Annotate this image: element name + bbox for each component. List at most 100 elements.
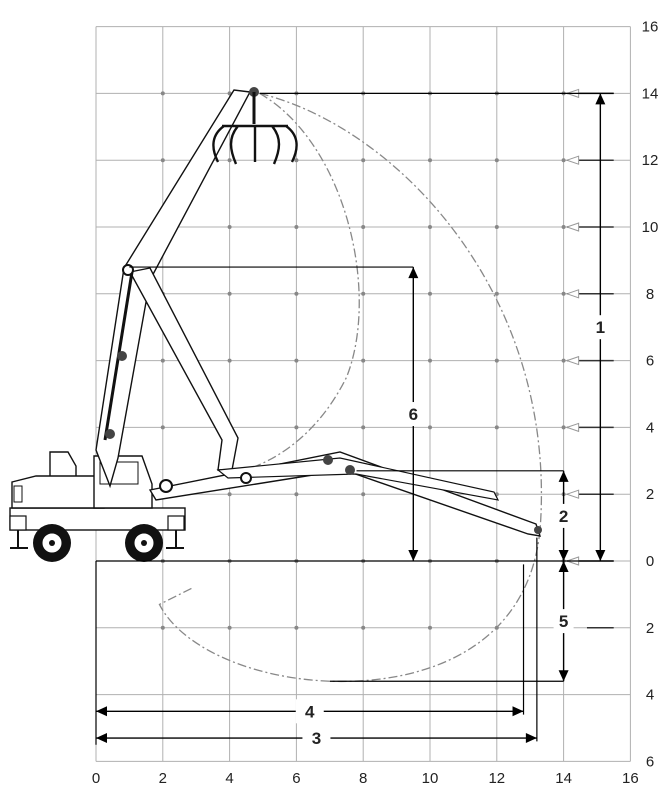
grid-dot (227, 225, 232, 229)
dimension-arrowhead (512, 706, 524, 717)
dimension-arrowhead (595, 550, 606, 561)
stick-lowered (216, 457, 500, 501)
grid-dot (361, 158, 366, 163)
grid-dot (361, 358, 366, 363)
dimension-6-label: 6 (409, 405, 418, 424)
dimension-2-label-bg (553, 503, 574, 528)
dimension-1-label: 1 (596, 318, 605, 337)
grid-dot (294, 625, 299, 630)
grid-dot (294, 291, 299, 296)
stick-raised (128, 267, 239, 471)
grid-dot (227, 158, 232, 163)
grid-dot (294, 425, 299, 430)
grid-dot (428, 225, 432, 229)
grid-dot (561, 291, 566, 296)
side-arrow-marker (565, 222, 580, 232)
dimension-arrowhead (558, 470, 569, 482)
dimension-2-label: 2 (559, 507, 568, 526)
side-arrow-marker (565, 289, 580, 299)
x-tick-label: 10 (422, 770, 439, 787)
grid-dot (561, 358, 566, 363)
grid-dot (428, 291, 432, 296)
dimension-arrowhead (595, 93, 606, 105)
grid-dot (294, 492, 299, 497)
cylinder-pin (117, 351, 127, 361)
grid (95, 26, 631, 762)
grid-dot (294, 225, 299, 229)
y-tick-label: 10 (642, 219, 659, 236)
grid-dot (160, 91, 165, 96)
lowered-joint-pin (323, 455, 333, 465)
dimension-arrowhead (408, 267, 419, 279)
dimension-arrowhead (558, 670, 569, 682)
boom-foot-pin (105, 429, 115, 439)
grid-dot (428, 158, 432, 163)
y-tick-label: 6 (646, 353, 654, 370)
y-tick-label: 4 (646, 687, 654, 704)
x-tick-label: 14 (555, 770, 572, 787)
grid-dot (494, 225, 499, 229)
material-handler (9, 87, 542, 562)
side-arrow-marker (565, 155, 580, 165)
dimension-3-label-bg (302, 726, 331, 751)
dimension-5-label-bg (553, 609, 574, 634)
side-arrow-marker (565, 355, 580, 366)
y-tick-label: 4 (646, 419, 654, 436)
lowered-cylinder-pin (240, 472, 252, 484)
dimension-arrowhead (558, 561, 569, 572)
grid-dot (160, 625, 165, 630)
grid-dot (361, 492, 366, 497)
lowered-joint-pin-2 (345, 465, 355, 475)
side-markers (565, 88, 614, 629)
grid-dot (494, 425, 499, 430)
dimension-4-label: 4 (305, 702, 315, 721)
wheel-hub (141, 540, 147, 546)
dimension-arrowhead (525, 733, 537, 744)
grid-dot (561, 158, 566, 163)
grid-dot (361, 425, 366, 430)
engine-grille (13, 485, 23, 503)
lowered-pivot (159, 479, 173, 493)
dimension-arrowhead (96, 706, 107, 717)
engine-housing (11, 475, 105, 509)
x-tick-label: 2 (159, 770, 167, 787)
reach-envelope-outer (158, 92, 543, 683)
y-tick-label: 0 (646, 553, 654, 570)
outrigger-front (167, 515, 185, 531)
grid-dot (494, 158, 499, 163)
grid-dot (361, 225, 366, 229)
x-tick-label: 4 (225, 770, 233, 787)
x-tick-label: 16 (622, 770, 639, 787)
y-tick-label: 12 (642, 152, 659, 169)
exhaust-railing (49, 451, 77, 476)
side-arrow-marker (565, 489, 580, 499)
grid-dot (428, 358, 432, 363)
dimension-arrowhead (408, 550, 419, 561)
y-tick-label: 2 (646, 620, 654, 637)
x-tick-label: 6 (292, 770, 300, 787)
y-tick-label: 8 (646, 286, 654, 303)
grid-dot (160, 425, 165, 430)
chassis-frame (9, 507, 186, 531)
dimension-4-label-bg (295, 699, 324, 724)
y-tick-label: 2 (646, 486, 654, 503)
grid-dot (361, 625, 366, 630)
grid-dot (227, 358, 232, 363)
y-tick-label: 14 (642, 85, 659, 102)
grid-dot (294, 358, 299, 363)
wheel-hub (49, 540, 55, 546)
outrigger-rear (9, 515, 27, 531)
grapple-tines (212, 124, 298, 165)
grid-dot (227, 492, 232, 497)
grid-dot (494, 291, 499, 296)
boom-raised (95, 89, 252, 489)
dimension-1-label-bg (590, 315, 611, 340)
dimension-5-label: 5 (559, 612, 568, 631)
reach-envelope (158, 92, 543, 683)
dimension-arrowhead (96, 733, 107, 744)
grid-dot (160, 158, 165, 163)
